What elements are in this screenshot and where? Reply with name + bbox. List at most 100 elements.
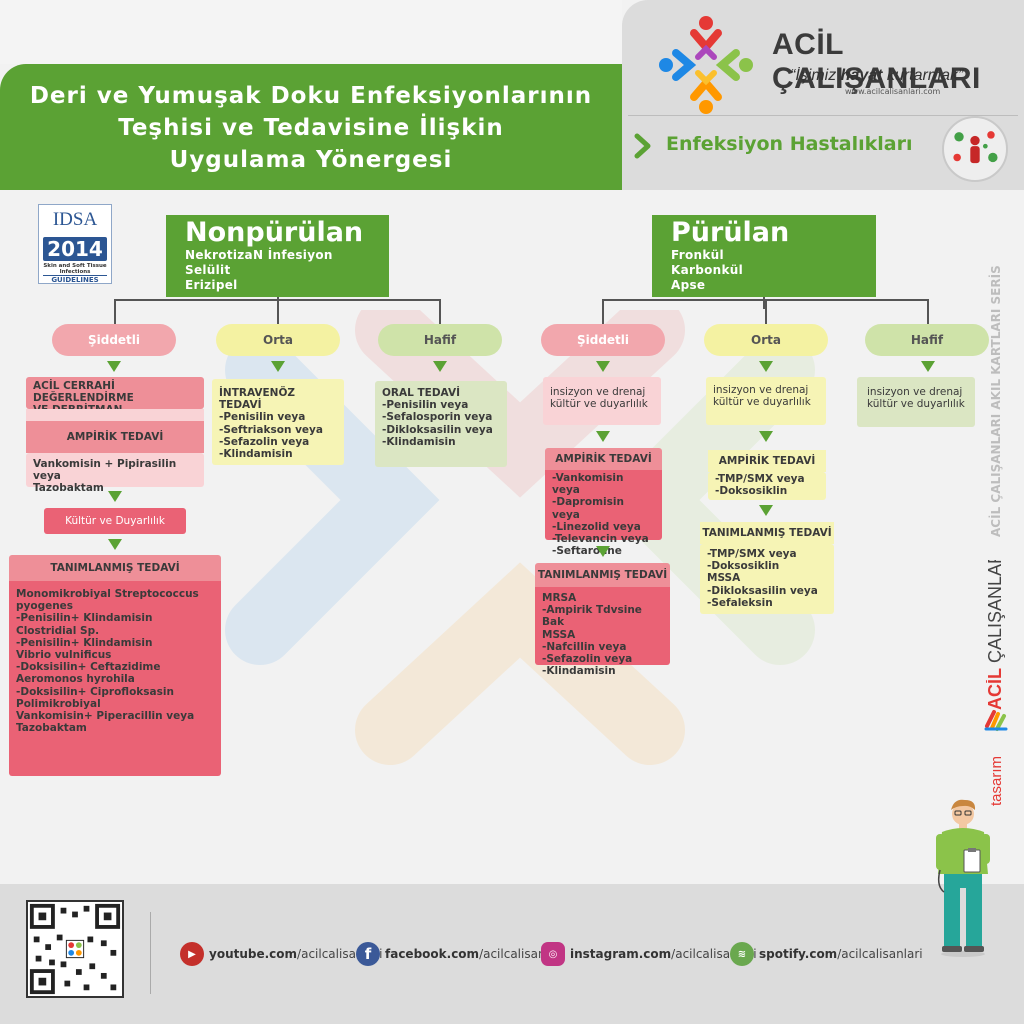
arrow-down-icon	[107, 361, 121, 372]
purulent-severe-empiric-body: -Vankomisin veya -Dapromisin veya -Linez…	[545, 470, 662, 557]
purulent-header: Pürülan Fronkül Karbonkül Apse	[652, 215, 876, 297]
brand-vertical: ACİL ÇALIŞANLARI	[986, 560, 1005, 710]
idsa-guidelines-badge: IDSA 2014 Skin and Soft Tissue Infection…	[38, 204, 112, 284]
connector-line	[602, 299, 604, 325]
connector-line	[927, 299, 929, 325]
purulent-severe-empiric-head: AMPİRİK TEDAVİ	[545, 448, 662, 470]
spacer	[26, 409, 204, 421]
footer-bar	[0, 884, 1024, 1024]
idsa-guidelines-label: GUIDELINES	[43, 275, 107, 284]
nonpurulent-subtype: Selülit	[185, 263, 231, 277]
purulent-moderate-pill: Orta	[704, 324, 828, 356]
spotify-icon: ≋	[730, 942, 754, 966]
slogan-bold: hayat	[840, 67, 883, 84]
nonpurulent-subtype: Erizipel	[185, 278, 238, 292]
brand-slogan: “İşimiz hayat kurtarmak”	[790, 67, 963, 85]
nonpurulent-defined-body: Monomikrobiyal Streptococcus pyogenes -P…	[9, 581, 221, 776]
arrow-down-icon	[596, 431, 610, 442]
arrow-down-icon	[271, 361, 285, 372]
purulent-subtype: Karbonkül	[671, 263, 744, 277]
idsa-year: 2014	[43, 237, 107, 261]
infection-icon	[942, 116, 1008, 182]
footer-divider	[150, 912, 151, 994]
purulent-moderate-defined-head: TANIMLANMIŞ TEDAVİ	[700, 522, 834, 544]
nonpurulent-header: Nonpürülan NekrotizaN İnfesiyon Selülit …	[166, 215, 389, 297]
arrow-down-icon	[596, 361, 610, 372]
instagram-icon: ◎	[541, 942, 565, 966]
brand-logo-icon	[659, 16, 753, 114]
idsa-subtitle: Skin and Soft Tissue Infections	[43, 263, 107, 275]
idsa-name: IDSA	[52, 209, 98, 230]
arrow-down-icon	[759, 431, 773, 442]
slogan-part: kurtarmak”	[882, 67, 964, 84]
nonpurulent-subtype: NekrotizaN İnfesiyon	[185, 248, 333, 262]
header-top-bar	[0, 0, 622, 64]
connector-line	[114, 299, 116, 325]
purulent-title: Pürülan	[671, 217, 790, 248]
purulent-moderate-empiric-head: AMPİRİK TEDAVİ	[708, 450, 826, 472]
nonpurulent-mild-box: ORAL TEDAVİ -Penisilin veya -Sefalospori…	[375, 381, 507, 467]
nonpurulent-empiric-body: Vankomisin + Pipirasilin veya Tazobaktam	[26, 453, 204, 494]
design-vertical-text: tasarım	[988, 756, 1005, 806]
purulent-moderate-empiric-body: -TMP/SMX veya -Doksosiklin	[708, 472, 826, 500]
instagram-link[interactable]: ◎ instagram.com/acilcalisanlari	[541, 940, 757, 968]
connector-line	[439, 299, 441, 325]
connector-line	[763, 297, 765, 309]
purulent-mild-drain-box: insizyon ve drenaj kültür ve duyarlılık	[857, 377, 975, 427]
nonpurulent-empiric-head: AMPİRİK TEDAVİ	[26, 421, 204, 453]
series-label: ACİL ÇALIŞANLARI AKIL KARTLARI SERİSİ	[988, 265, 1003, 537]
arrow-down-icon	[108, 491, 122, 502]
page-title: Deri ve Yumuşak Doku Enfeksiyonlarının T…	[29, 83, 593, 173]
nonpurulent-mild-pill: Hafif	[378, 324, 502, 356]
purulent-moderate-drain-box: insizyon ve drenaj kültür ve duyarlılık	[706, 377, 826, 425]
arrow-down-icon	[596, 546, 610, 557]
purulent-severe-defined-body: MRSA -Ampirik Tdvsine Bak MSSA -Nafcilli…	[535, 587, 670, 677]
facebook-domain: facebook.com	[385, 947, 480, 961]
brand-vertical-a: ACİL	[986, 668, 1005, 710]
nonpurulent-severe-pill: Şiddetli	[52, 324, 176, 356]
nonpurulent-title: Nonpürülan	[185, 217, 364, 248]
nonpurulent-moderate-pill: Orta	[216, 324, 340, 356]
brand-vertical-text: ACİL ÇALIŞANLARI	[986, 560, 1005, 710]
purulent-moderate-defined-body: -TMP/SMX veya -Doksosiklin MSSA -Dikloks…	[700, 544, 834, 614]
youtube-icon: ▶	[180, 942, 204, 966]
nonpurulent-moderate-box: İNTRAVENÖZ TEDAVİ -Penisilin veya -Seftr…	[212, 379, 344, 465]
facebook-icon: f	[356, 942, 380, 966]
facebook-link[interactable]: f facebook.com/acilcalisanlari	[356, 940, 565, 968]
youtube-link[interactable]: ▶ youtube.com/acilcalisanlari	[180, 940, 383, 968]
arrow-down-icon	[433, 361, 447, 372]
brand-name: ACİL ÇALIŞANLARI	[772, 28, 981, 95]
title-band	[0, 64, 622, 190]
spotify-handle: /acilcalisanlari	[837, 947, 923, 961]
small-logo-icon	[984, 710, 1008, 731]
qr-code-icon	[26, 900, 124, 998]
nonpurulent-culture-box: Kültür ve Duyarlılık	[44, 508, 186, 534]
brand-vertical-b: ÇALIŞANLARI	[986, 560, 1005, 668]
purulent-severe-defined-head: TANIMLANMIŞ TEDAVİ	[535, 563, 670, 587]
nonpurulent-surgery-box: ACİL CERRAHİ DEĞERLENDİRME VE DEBRİTMAN	[26, 377, 204, 416]
connector-line	[765, 299, 767, 325]
header-divider	[628, 115, 1018, 116]
slogan-part: “İşimiz	[790, 67, 841, 84]
instagram-domain: instagram.com	[570, 947, 672, 961]
tasarim-label: tasarım	[988, 756, 1005, 806]
purulent-severe-drain-box: insizyon ve drenaj kültür ve duyarlılık	[543, 377, 661, 425]
purulent-mild-pill: Hafif	[865, 324, 989, 356]
purulent-severe-pill: Şiddetli	[541, 324, 665, 356]
arrow-down-icon	[108, 539, 122, 550]
arrow-down-icon	[759, 361, 773, 372]
connector-line	[277, 299, 279, 325]
arrow-down-icon	[921, 361, 935, 372]
purulent-subtype: Apse	[671, 278, 706, 292]
youtube-domain: youtube.com	[209, 947, 298, 961]
arrow-down-icon	[759, 505, 773, 516]
doctor-illustration-icon	[936, 799, 990, 957]
nonpurulent-defined-head: TANIMLANMIŞ TEDAVİ	[9, 555, 221, 581]
chevron-right-icon	[634, 133, 651, 159]
spotify-domain: spotify.com	[759, 947, 838, 961]
series-vertical-text: ACİL ÇALIŞANLARI AKIL KARTLARI SERİSİ	[988, 265, 1003, 537]
category-title: Enfeksiyon Hastalıkları	[666, 133, 913, 155]
spotify-link[interactable]: ≋ spotify.com/acilcalisanlari	[730, 940, 923, 968]
brand-url: www.acilcalisanlari.com	[845, 87, 941, 96]
purulent-subtype: Fronkül	[671, 248, 724, 262]
